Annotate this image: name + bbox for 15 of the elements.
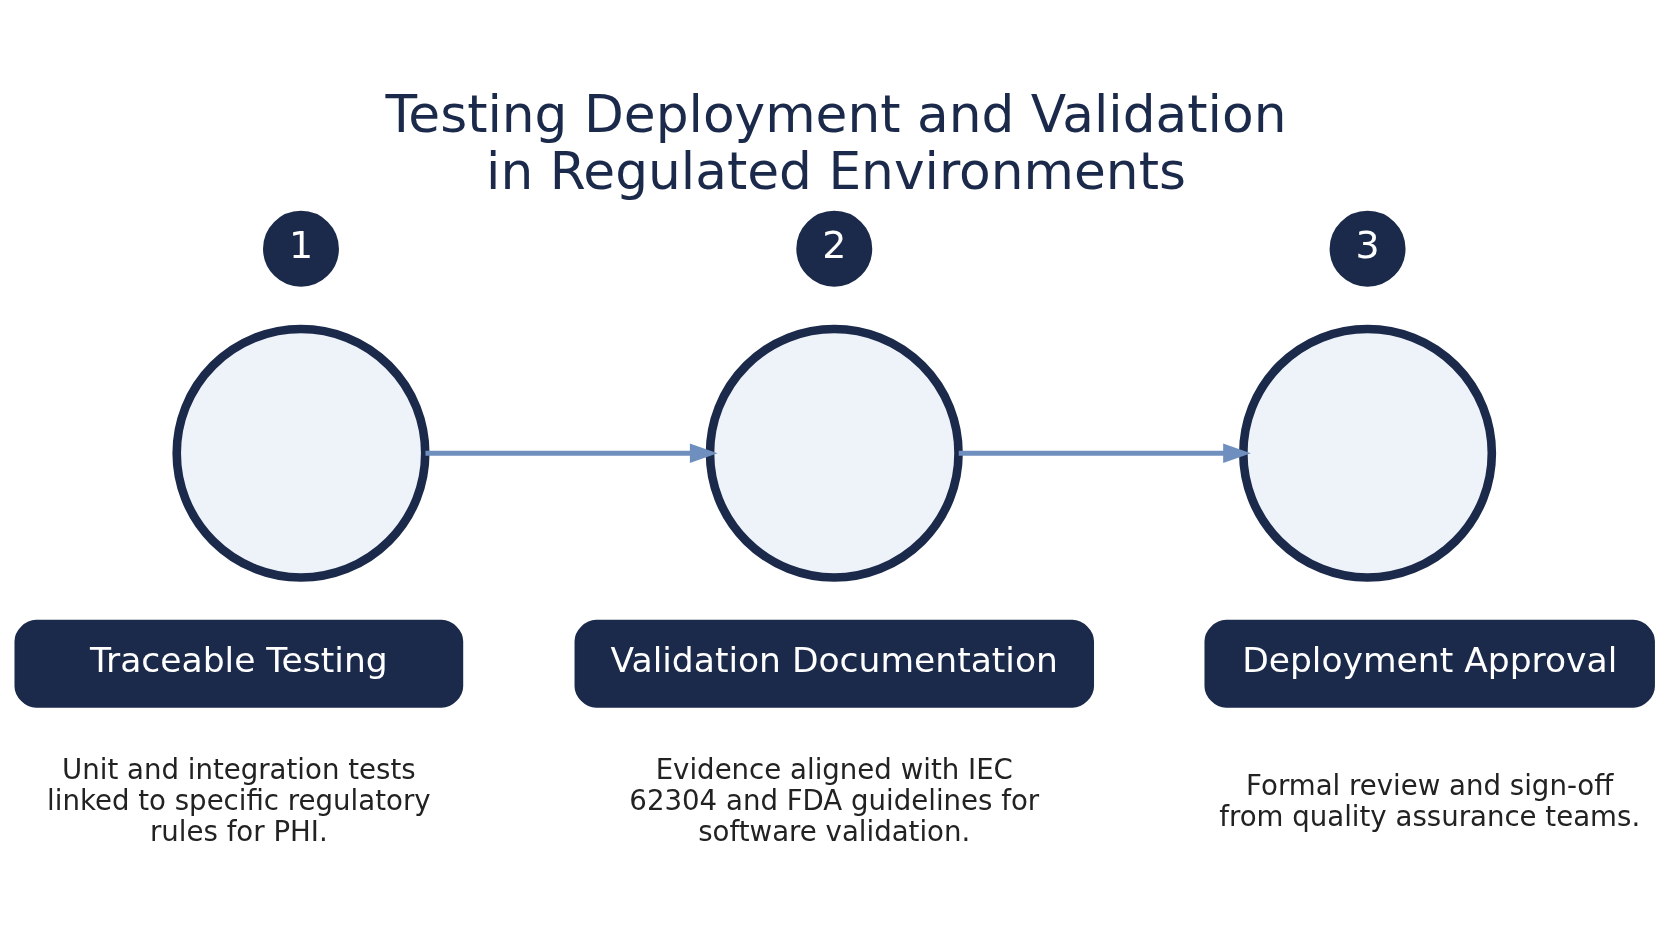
- arrow: [425, 443, 718, 463]
- diagram-title: Testing Deployment and Validation in Regulated Environments: [385, 84, 1287, 202]
- node-box: Deployment Approval: [1204, 619, 1655, 708]
- node-circle: [1239, 324, 1497, 582]
- node-box: Validation Documentation: [574, 619, 1095, 708]
- node-circle: [172, 324, 430, 582]
- node-label: Formal review and sign-off from quality assurance teams.: [1219, 768, 1641, 833]
- node-label: Unit and integration tests linked to specific regulatory rules for PHI.: [47, 753, 431, 849]
- arrow: [958, 443, 1251, 463]
- node-circle: 2: [796, 210, 873, 287]
- node-label: Evidence aligned with IEC 62304 and FDA guidelines for software validation.: [629, 753, 1040, 849]
- node-box: Traceable Testing: [14, 619, 464, 708]
- node-circle: 1: [263, 210, 339, 287]
- node-circle: [705, 324, 963, 582]
- node-circle: 3: [1329, 210, 1406, 287]
